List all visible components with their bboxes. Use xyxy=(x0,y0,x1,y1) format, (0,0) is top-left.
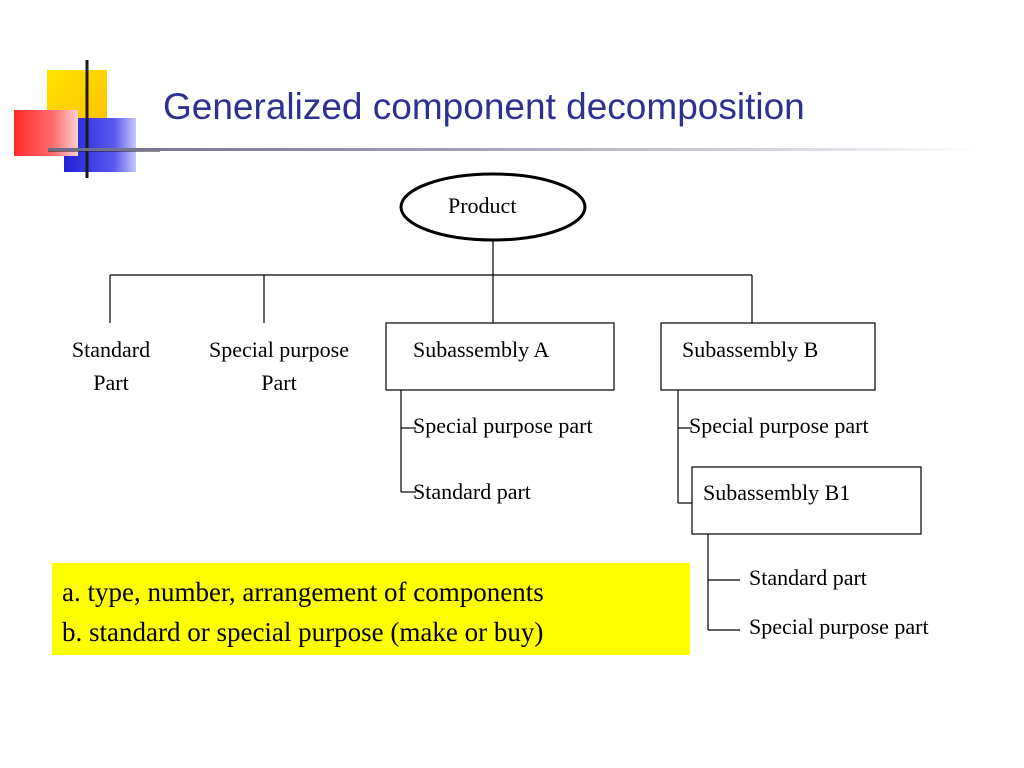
standard-part-node: Standard Part xyxy=(56,333,166,399)
subassembly-a-box xyxy=(385,322,615,391)
subassembly-a-child-standard: Standard part xyxy=(413,479,531,504)
subassembly-a-child-special: Special purpose part xyxy=(413,413,593,438)
product-node: Product xyxy=(448,193,517,218)
page-title: Generalized component decomposition xyxy=(163,86,805,127)
subassembly-a-label: Subassembly A xyxy=(413,337,550,362)
subassembly-b1-label: Subassembly B1 xyxy=(703,480,851,505)
subassembly-b-box xyxy=(660,322,876,391)
standard-part-line1: Standard xyxy=(71,337,151,362)
subassembly-b1-child-standard: Standard part xyxy=(749,565,867,590)
note-b: b. standard or special purpose (make or … xyxy=(62,617,544,647)
notes-callout: a. type, number, arrangement of componen… xyxy=(52,563,690,655)
standard-part-line2: Part xyxy=(93,370,129,395)
special-purpose-part-line2: Part xyxy=(261,370,297,395)
note-a: a. type, number, arrangement of componen… xyxy=(62,577,544,607)
special-purpose-part-node: Special purpose Part xyxy=(186,333,372,399)
subassembly-b1-child-special: Special purpose part xyxy=(749,614,929,639)
title-divider xyxy=(48,148,978,151)
subassembly-b1-box xyxy=(691,466,922,535)
special-purpose-part-line1: Special purpose xyxy=(209,337,349,362)
subassembly-b-child-special: Special purpose part xyxy=(689,413,869,438)
subassembly-b-label: Subassembly B xyxy=(682,337,819,362)
